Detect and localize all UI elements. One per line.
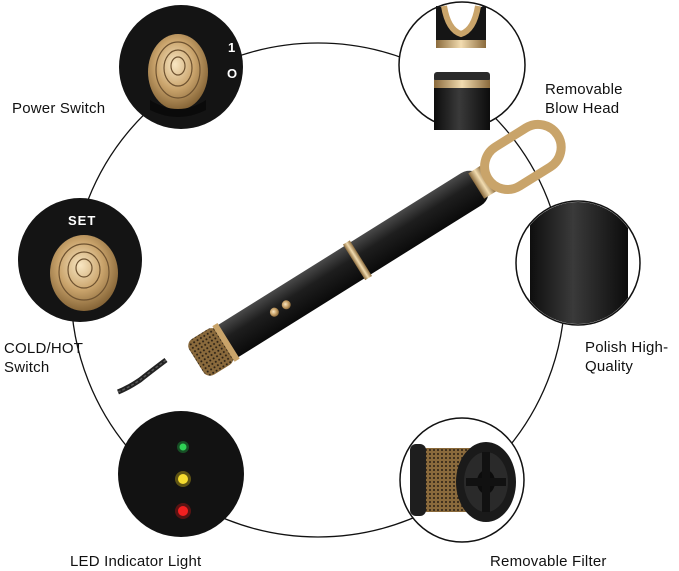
set-button-text: SET <box>68 213 97 228</box>
power-switch-text: Power Switch <box>12 100 106 117</box>
blow-head-detail <box>398 1 526 130</box>
led-label: LED Indicator Light <box>70 552 201 571</box>
polish-surface-detail <box>515 200 641 326</box>
blow-head-text-1: Removable <box>545 81 623 98</box>
blow-head-text-2: Blow Head <box>545 100 620 117</box>
polish-text-2: Quality <box>585 358 634 375</box>
led-indicator-detail <box>118 411 244 537</box>
cold-hot-text-1: COLD/HOT <box>4 340 84 357</box>
switch-off-mark: O <box>227 66 238 81</box>
polish-label: Polish High- Quality <box>585 338 668 376</box>
blow-head-label: Removable Blow Head <box>545 80 623 118</box>
filter-text: Removable Filter <box>490 553 607 570</box>
led-text: LED Indicator Light <box>70 553 202 570</box>
set-button-detail <box>18 198 142 322</box>
cold-hot-text-2: Switch <box>4 359 50 376</box>
filter-detail <box>399 417 525 543</box>
cold-hot-label: COLD/HOT Switch <box>4 339 83 377</box>
hair-dryer-product <box>117 119 566 395</box>
power-switch-label: Power Switch <box>12 99 105 118</box>
switch-on-mark: 1 <box>228 40 236 55</box>
polish-text-1: Polish High- <box>585 339 669 356</box>
filter-label: Removable Filter <box>490 552 607 571</box>
power-switch-detail <box>119 5 243 129</box>
